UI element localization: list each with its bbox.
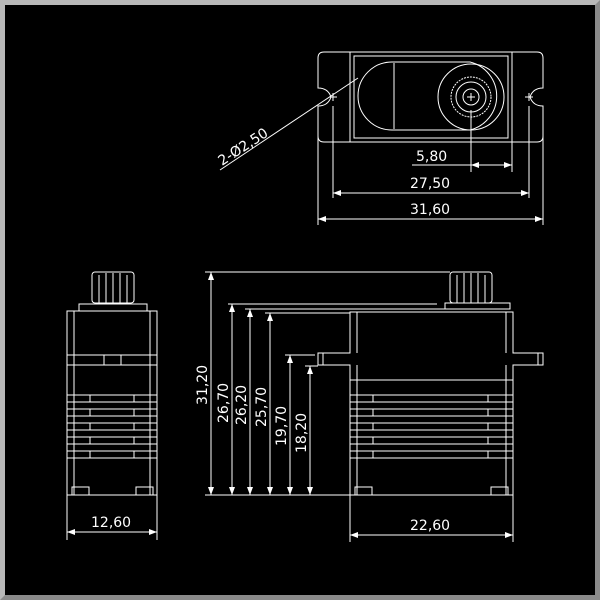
dim-19-70: 19,70	[274, 406, 290, 446]
top-body	[349, 51, 513, 143]
top-view: 2-Ø2,50 5,80 27,50 31,60	[215, 51, 544, 225]
side-ribs	[67, 394, 157, 459]
dim-12-60: 12,60	[91, 515, 131, 531]
dim-18-20: 18,20	[294, 413, 310, 453]
dim-26-70: 26,70	[216, 383, 232, 423]
front-ribs	[350, 394, 513, 459]
gear-cover	[357, 61, 498, 131]
hole-callout: 2-Ø2,50	[215, 125, 271, 169]
center-mark-icon	[467, 93, 475, 101]
top-body-inner	[353, 55, 509, 139]
top-flange-outline	[317, 51, 544, 143]
dim-31-60: 31,60	[410, 202, 450, 218]
dim-27-50: 27,50	[410, 176, 450, 192]
side-body	[66, 310, 158, 496]
dim-22-60: 22,60	[410, 518, 450, 534]
dim-26-20: 26,20	[234, 385, 250, 425]
dim-31-20: 31,20	[195, 365, 211, 405]
front-view: 31,20 26,70 26,20 25,70 19,70 18,20 22,6…	[195, 271, 544, 542]
front-body	[317, 311, 544, 496]
side-view: 12,60	[66, 271, 158, 540]
hole-right-icon	[525, 93, 533, 101]
dim-25-70: 25,70	[254, 387, 270, 427]
dim-5-80: 5,80	[416, 149, 447, 165]
